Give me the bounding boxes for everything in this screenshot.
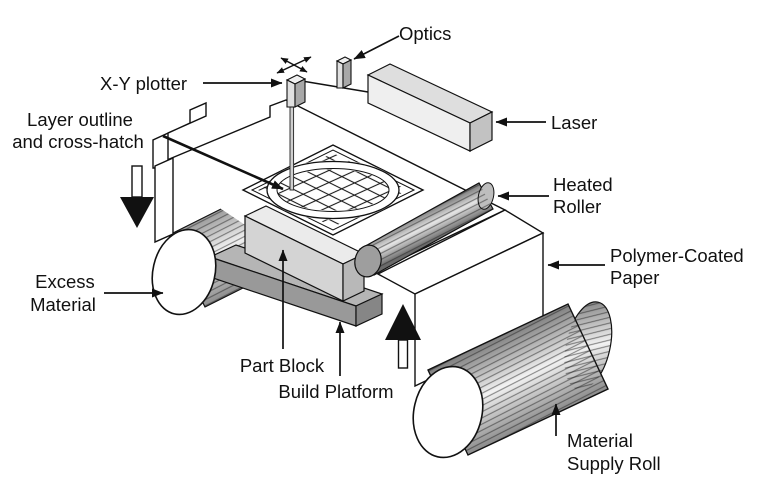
xy-plotter-head <box>285 74 307 108</box>
label-layer-outline-1: Layer outline <box>27 109 133 130</box>
laser-box <box>366 63 494 152</box>
xy-motion-arrows <box>276 56 312 74</box>
paper-web-left <box>154 156 174 244</box>
label-layer-outline-2: and cross-hatch <box>12 131 144 152</box>
sheet-left-step <box>152 101 207 169</box>
material-supply-roll <box>412 301 613 459</box>
label-build-platform: Build Platform <box>278 381 393 402</box>
label-xy-plotter: X-Y plotter <box>100 73 187 94</box>
excess-material-roll-cap <box>151 228 217 316</box>
label-excess-material-2: Material <box>30 294 96 315</box>
paper-feed-up-arrow <box>385 304 421 369</box>
optics-block <box>335 56 353 89</box>
paper-feed-down-arrow <box>120 165 154 228</box>
optics-leader-arrow <box>353 35 400 60</box>
label-heated-roller-2: Roller <box>553 196 601 217</box>
heated-roller <box>354 182 495 278</box>
layer-outline-leader-arrow <box>162 134 284 191</box>
label-polymer-paper-1: Polymer-Coated <box>610 245 744 266</box>
heated-roller-cap <box>354 244 382 278</box>
label-excess-material-1: Excess <box>35 271 95 292</box>
supply-roll-cap <box>412 365 484 459</box>
label-laser: Laser <box>551 112 597 133</box>
label-heated-roller-1: Heated <box>553 174 613 195</box>
label-part-block: Part Block <box>240 355 325 376</box>
laser-beam-horizontal <box>295 79 369 93</box>
label-polymer-paper-2: Paper <box>610 267 659 288</box>
layer-outline-circle <box>266 160 400 220</box>
laser-beam-vertical <box>289 105 295 191</box>
label-supply-roll-2: Supply Roll <box>567 453 661 474</box>
label-supply-roll-1: Material <box>567 430 633 451</box>
label-optics: Optics <box>399 23 451 44</box>
